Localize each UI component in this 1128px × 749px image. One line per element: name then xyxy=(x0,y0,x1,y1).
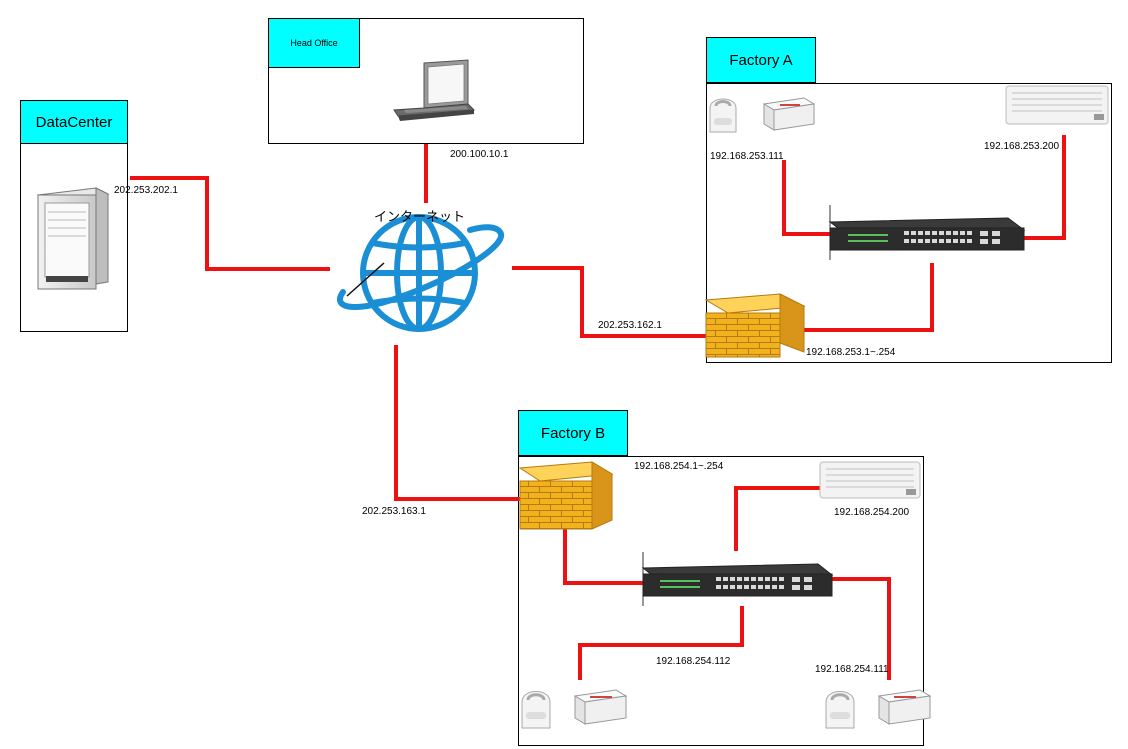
factory-b-ac-address: 192.168.254.200 xyxy=(834,507,910,518)
factory-a-title: Factory A xyxy=(706,37,816,83)
factory-b-wan-address: 202.253.163.1 xyxy=(362,506,426,517)
link-fb-sensor-left xyxy=(578,606,744,680)
sensor-b-left-icon xyxy=(521,691,551,729)
firewall-b-icon xyxy=(518,461,614,530)
factory-a-wan-address: 202.253.162.1 xyxy=(598,320,662,331)
network-links xyxy=(130,135,1066,680)
switch-a-icon xyxy=(828,205,1026,260)
air-conditioner-a-icon xyxy=(1005,85,1109,125)
datacenter-wan-address: 202.253.202.1 xyxy=(114,185,178,196)
factory-b-sensor-left-address: 192.168.254.112 xyxy=(656,656,731,667)
firewall-a-icon xyxy=(704,293,806,358)
link-fa-sensor xyxy=(782,160,830,236)
datacenter-title: DataCenter xyxy=(20,100,128,144)
factory-b-range-address: 192.168.254.1~.254 xyxy=(634,461,724,472)
factory-a-sensor-address: 192.168.253.111 xyxy=(710,151,784,162)
globe-icon xyxy=(337,214,504,332)
gateway-b-left-icon xyxy=(573,689,628,725)
server-icon xyxy=(36,187,110,290)
head-office-title: Head Office xyxy=(268,18,360,68)
link-datacenter xyxy=(130,176,330,271)
sensor-b-right-icon xyxy=(825,691,855,729)
sensor-a-icon xyxy=(709,98,737,133)
link-factory-a xyxy=(512,266,706,338)
link-fa-firewall xyxy=(804,263,934,332)
link-fb-firewall xyxy=(563,528,643,585)
air-conditioner-b-icon xyxy=(819,461,921,499)
laptop-icon xyxy=(393,59,476,121)
link-fa-ac xyxy=(1024,135,1066,240)
link-factory-b xyxy=(394,345,520,501)
factory-a-range-address: 192.168.253.1~.254 xyxy=(806,347,896,358)
link-fb-sensor-right xyxy=(832,577,891,680)
gateway-a-icon xyxy=(762,97,816,131)
switch-b-icon xyxy=(641,552,834,606)
link-fb-ac xyxy=(734,486,820,551)
factory-b-sensor-right-address: 192.168.254.111 xyxy=(815,664,889,675)
datacenter-title-text: DataCenter xyxy=(35,113,113,131)
factory-a-title-text: Factory A xyxy=(729,51,793,69)
head-office-title-text: Head Office xyxy=(290,38,338,48)
internet-label: インターネット xyxy=(374,210,466,225)
factory-b-title-text: Factory B xyxy=(540,424,606,442)
head-office-wan-address: 200.100.10.1 xyxy=(450,149,509,160)
factory-b-title: Factory B xyxy=(518,410,628,456)
factory-a-ac-address: 192.168.253.200 xyxy=(984,141,1060,152)
gateway-b-right-icon xyxy=(877,689,932,725)
